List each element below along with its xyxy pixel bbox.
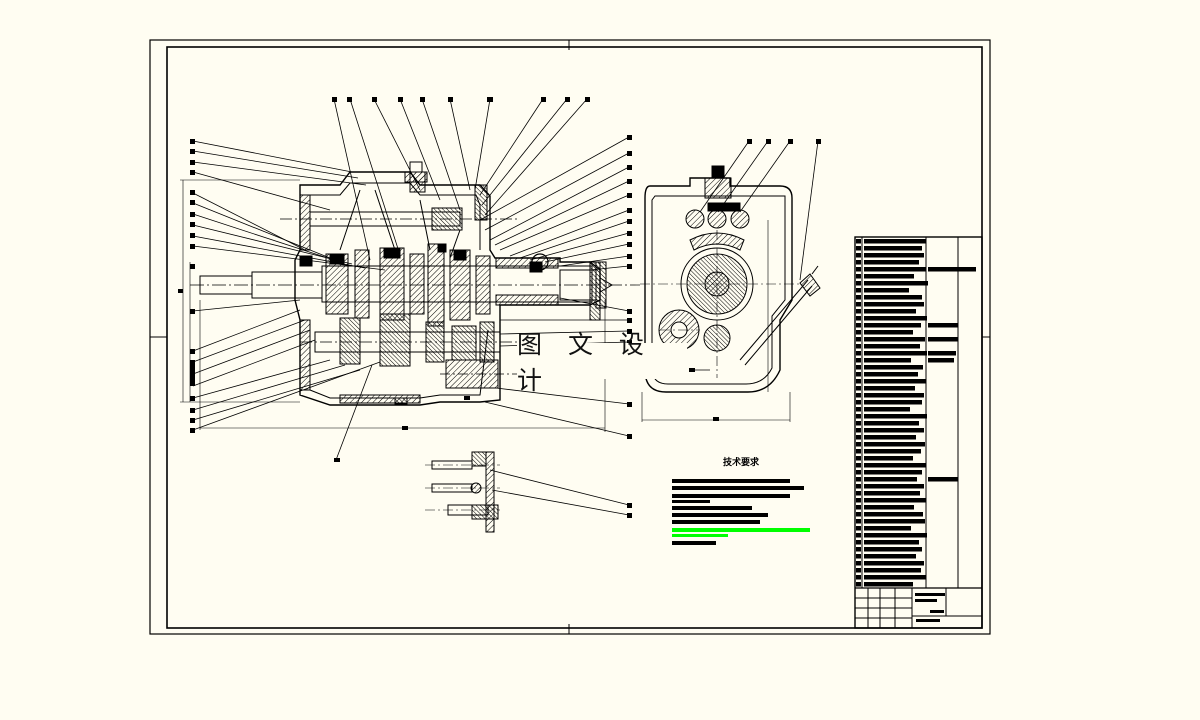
gearbox-section-view (180, 98, 640, 461)
watermark-text: 图 文 设 计 (517, 330, 687, 395)
shift-rail-detail-view (425, 451, 630, 533)
technical-notes-title: 技术要求 (722, 458, 759, 468)
callout-markers (178, 97, 821, 518)
technical-notes-block (672, 479, 810, 545)
parts-list-table (854, 236, 983, 629)
